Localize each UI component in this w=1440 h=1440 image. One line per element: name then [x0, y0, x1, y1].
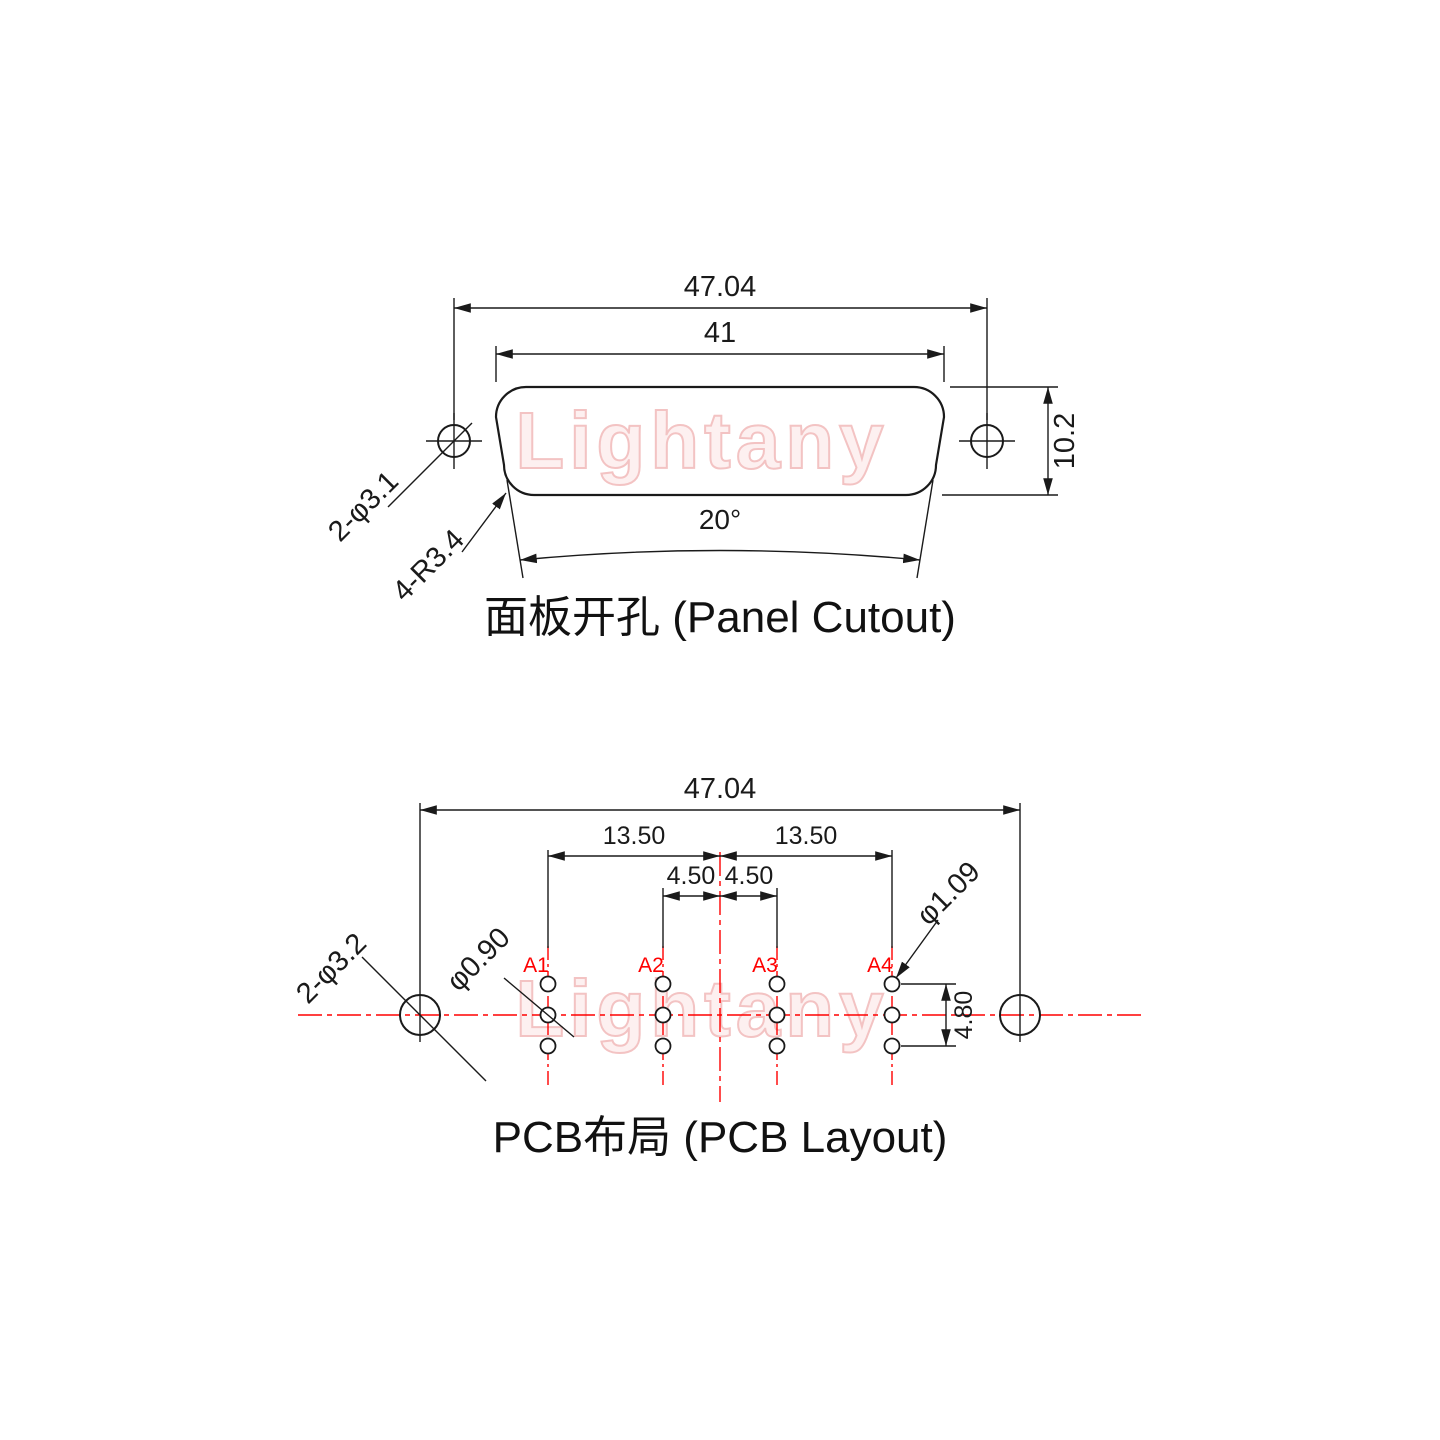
- pin-label-a1: A1: [523, 954, 549, 977]
- pin-a1-top: [539, 975, 557, 993]
- watermark-text: Lightany: [515, 964, 888, 1053]
- pin-a4-mid: [883, 1006, 901, 1024]
- mount-hole-dia-label: 2-φ3.1: [322, 465, 405, 548]
- pin-a3-bot: [768, 1037, 786, 1055]
- dim-inner-left-label: 4.50: [667, 862, 716, 890]
- pin-holes: [539, 975, 901, 1055]
- dim-inner-right-label: 4.50: [725, 862, 774, 890]
- pcb-layout-title: PCB布局 (PCB Layout): [493, 1113, 948, 1162]
- leader-signal-pin-dia: [895, 919, 939, 979]
- leader-corner-radius: [461, 492, 507, 553]
- pin-a2-bot: [654, 1037, 672, 1055]
- pin-label-a2: A2: [638, 954, 664, 977]
- dim-pitch-left-label: 13.50: [603, 822, 666, 850]
- dim-cutout-width-label: 41: [704, 317, 736, 349]
- pin-a3-mid: [768, 1006, 786, 1024]
- pin-label-a4: A4: [867, 954, 893, 977]
- leader-mount-hole-dia: [387, 422, 473, 508]
- angle-dim-arc: [519, 549, 921, 564]
- pin-a2-mid: [654, 1006, 672, 1024]
- dim-row-span-label: 4.80: [950, 991, 978, 1040]
- pin-a3-top: [768, 975, 786, 993]
- dim-height-label: 10.2: [1049, 413, 1081, 469]
- angle-side-line-left: [506, 479, 524, 579]
- pin-a2-top: [654, 975, 672, 993]
- watermark-text: Lightany: [515, 396, 888, 485]
- dim-pcb-overall-width-label: 47.04: [684, 773, 757, 805]
- dim-overall-width-label: 47.04: [684, 271, 757, 303]
- leader-pin-hole-dia: [503, 977, 575, 1038]
- pcb-layout-drawing: Lightany A1 A2 A3 A4: [290, 773, 1142, 1162]
- pin-a4-bot: [883, 1037, 901, 1055]
- corner-radius-label: 4-R3.4: [387, 524, 471, 608]
- pin-label-a3: A3: [752, 954, 778, 977]
- pin-a4-top: [883, 975, 901, 993]
- angle-side-line-right: [916, 479, 934, 579]
- panel-cutout-outline: [494, 385, 946, 497]
- pcb-mount-hole-dia-label: 2-φ3.2: [290, 927, 373, 1010]
- pin-hole-dia-label: φ0.90: [441, 922, 517, 998]
- signal-pin-dia-label: φ1.09: [911, 856, 987, 932]
- leader-pcb-mount-hole-dia: [361, 956, 487, 1082]
- angle-label: 20°: [699, 504, 741, 535]
- panel-cutout-drawing: Lightany 47.04 41 10.2 2-φ3.1 4-R3.4: [322, 271, 1081, 642]
- pin-a1-bot: [539, 1037, 557, 1055]
- panel-cutout-title: 面板开孔 (Panel Cutout): [484, 593, 956, 642]
- dim-pitch-right-label: 13.50: [775, 822, 838, 850]
